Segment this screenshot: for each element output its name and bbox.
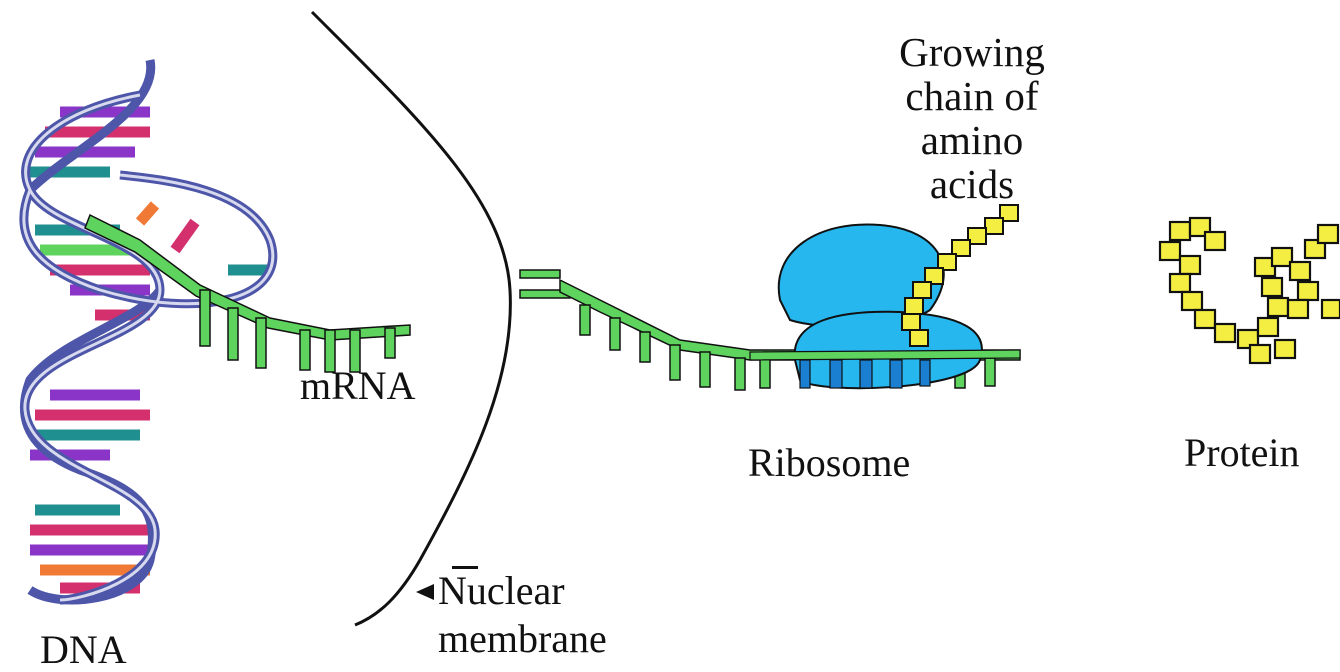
ribosome-label: Ribosome	[748, 443, 910, 483]
mrna-through-ribosome	[750, 350, 1020, 360]
protein-label: Protein	[1184, 433, 1300, 473]
nuclear-membrane-label: Nuclear membrane	[438, 567, 607, 663]
mrna-label: mRNA	[300, 366, 416, 406]
folded-protein-icon	[1160, 218, 1340, 363]
nuclear-membrane-curve	[312, 12, 510, 625]
dna-label: DNA	[40, 630, 127, 670]
growing-chain-label: Growing chain of amino acids	[862, 30, 1082, 206]
membrane-pointer-icon	[416, 584, 434, 600]
